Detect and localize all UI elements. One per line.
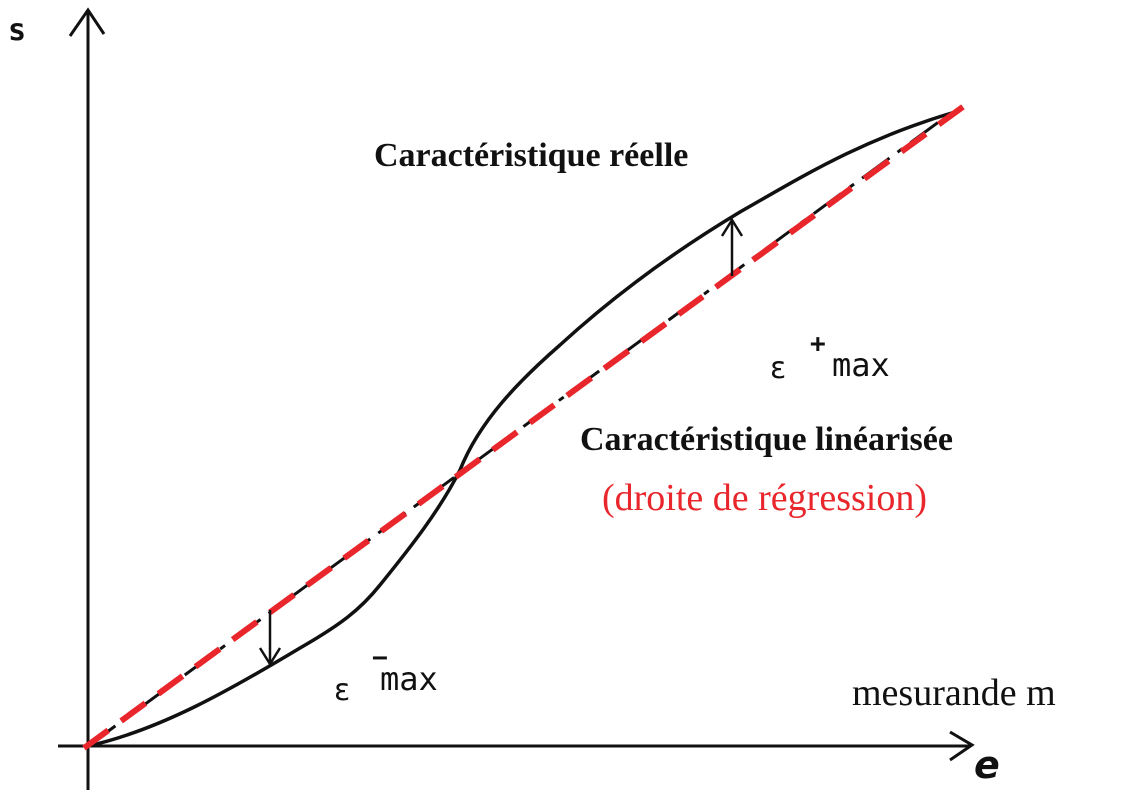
y-axis-label: s xyxy=(8,13,26,48)
eps-plus-symbol: ε xyxy=(770,351,786,386)
linearized-characteristic-label: Caractéristique linéarisée xyxy=(580,421,953,458)
eps-plus-arrowhead xyxy=(720,217,744,237)
regression-label: (droite de régression) xyxy=(602,477,927,519)
eps-minus-arrowhead xyxy=(258,647,282,667)
x-axis-label: e xyxy=(974,743,1000,787)
eps-plus-sup: + xyxy=(810,329,826,359)
y-axis-arrowhead xyxy=(68,7,106,37)
eps-minus-symbol: ε xyxy=(334,673,350,708)
measurand-label: mesurande m xyxy=(852,672,1056,714)
eps-plus-max: max xyxy=(832,346,890,384)
x-axis-arrowhead xyxy=(949,730,975,762)
real-characteristic-label: Caractéristique réelle xyxy=(374,137,688,174)
eps-minus-max: max xyxy=(380,660,438,698)
real-characteristic-curve xyxy=(86,110,957,748)
eps-minus-sup: − xyxy=(372,643,388,673)
